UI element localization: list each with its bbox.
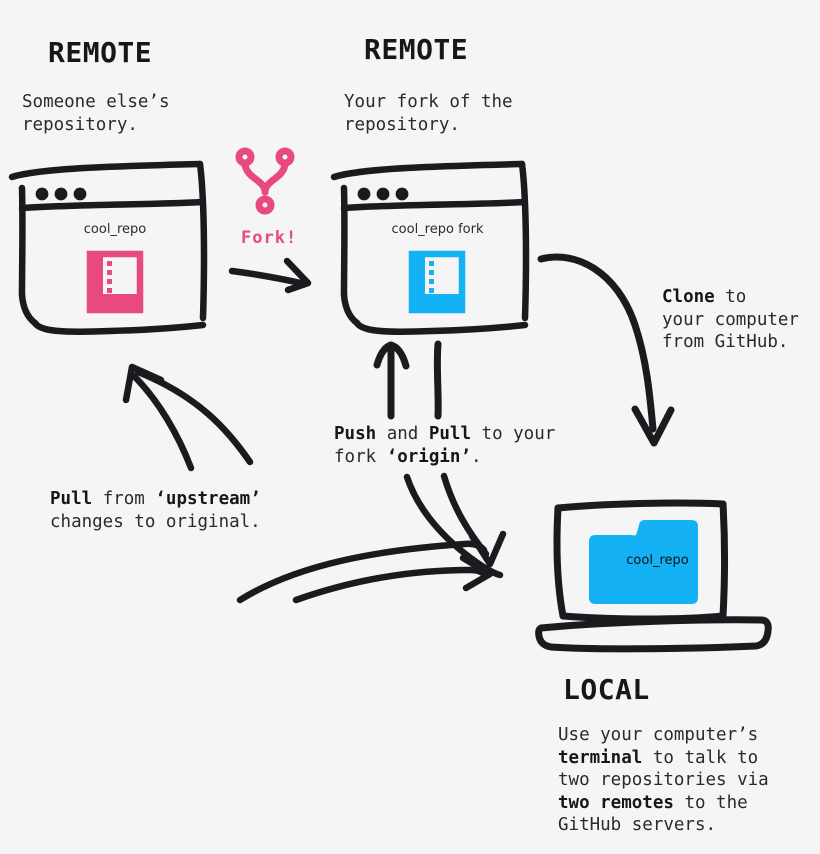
two-remotes-keyword: two remotes [558, 792, 674, 813]
fork-browser-window[interactable] [322, 155, 552, 335]
clone-description: Clone to your computer from GitHub. [662, 286, 799, 354]
pull-keyword: Pull [428, 424, 471, 444]
origin-keyword: ‘origin’ [386, 446, 471, 467]
terminal-keyword: terminal [558, 747, 643, 768]
fork-branch-icon [235, 147, 295, 215]
fork-remote-heading: REMOTE [364, 33, 469, 66]
upstream-pull-line2: changes to original. [50, 511, 261, 532]
upstream-remote-description-line2: repository. [22, 114, 138, 135]
browser-frame-strokes [330, 160, 530, 335]
local-description: Use your computer’s terminal to talk to … [558, 724, 769, 837]
pull-line-down-top-icon [428, 340, 448, 420]
upstream-remote-description-line1: Someone else’s [22, 92, 170, 112]
fork-remote-description-line2: repository. [344, 114, 460, 135]
upstream-pull-from: from [92, 489, 156, 509]
local-line1: Use your computer’s [558, 725, 759, 745]
browser-frame-strokes [8, 160, 208, 335]
push-arrow-up-icon [372, 340, 412, 420]
upstream-pull-description: Pull from ‘upstream’ changes to original… [50, 488, 261, 533]
clone-line2: your computer [662, 309, 799, 330]
laptop-icon[interactable] [533, 494, 779, 654]
laptop-base [535, 616, 772, 653]
local-line2-rest: to talk to [642, 747, 759, 768]
clone-line1-rest: to [714, 287, 747, 307]
clone-arrow-curve-icon [535, 245, 685, 455]
upstream-arrow-up-icon [88, 360, 268, 480]
clone-line3: from GitHub. [662, 332, 789, 352]
repo-book-icon [86, 250, 144, 314]
upstream-remote-heading: REMOTE [48, 36, 153, 69]
upstream-remote-description: Someone else’s repository. [22, 91, 170, 136]
browser-dots-icon [357, 187, 409, 201]
local-line4-rest: to the [673, 792, 748, 813]
fork-remote-description: Your fork of the repository. [344, 91, 513, 136]
fork-arrow-right-icon [225, 252, 320, 297]
push-pull-line2-end: . [470, 446, 482, 467]
local-line3: two repositories via [558, 770, 769, 790]
upstream-browser-window[interactable] [0, 155, 230, 335]
fork-remote-description-line1: Your fork of the [344, 92, 513, 112]
fork-action-label: Fork! [241, 228, 298, 248]
laptop-folder-label: cool_repo [626, 553, 689, 568]
laptop-folder-icon [589, 520, 698, 604]
push-pull-description: Push and Pull to your fork ‘origin’. [334, 423, 555, 468]
push-pull-line2-start: fork [334, 446, 387, 467]
push-pull-line1-rest: to your [471, 424, 556, 444]
push-pull-conjunction: and [376, 424, 429, 444]
fork-window-label: cool_repo fork [391, 222, 484, 237]
upstream-pull-keyword: Pull [50, 489, 93, 509]
push-keyword: Push [334, 424, 377, 444]
local-heading: LOCAL [563, 673, 650, 706]
upstream-window-label: cool_repo [83, 222, 147, 237]
local-to-remotes-curves-icon [218, 540, 528, 650]
local-line5: GitHub servers. [558, 815, 717, 835]
repo-book-icon-fork [408, 250, 466, 314]
clone-keyword: Clone [662, 287, 715, 307]
upstream-keyword: ‘upstream’ [155, 489, 261, 509]
browser-dots-icon [35, 187, 87, 201]
